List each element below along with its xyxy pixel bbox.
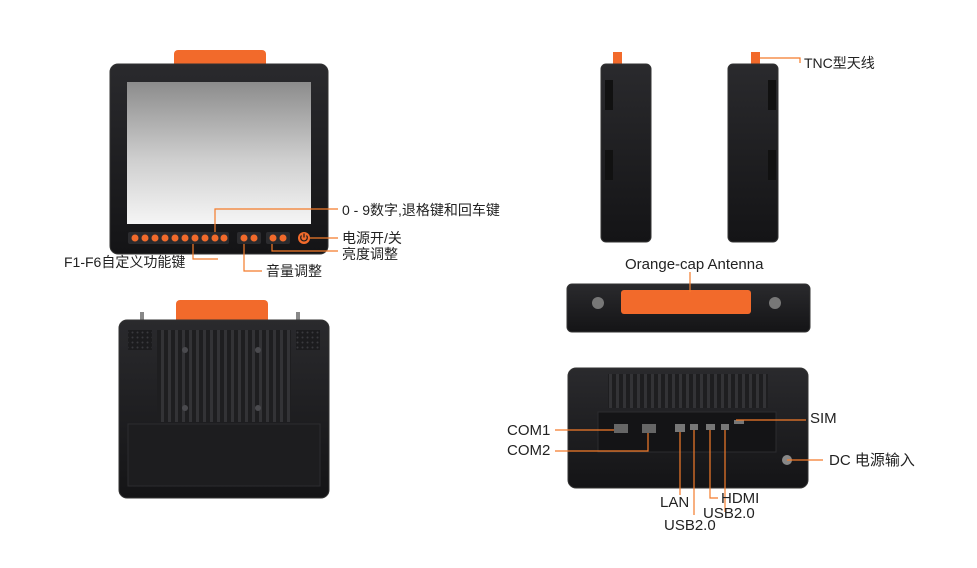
label-dc-power: DC 电源输入	[829, 452, 915, 469]
heatsink	[157, 330, 291, 422]
label-usb-a: USB2.0	[664, 517, 716, 534]
label-usb-b: USB2.0	[703, 505, 755, 522]
label-function-keys: F1-F6自定义功能键	[64, 254, 186, 270]
orange-cap-antenna	[621, 290, 751, 314]
label-orange-cap-antenna: Orange-cap Antenna	[625, 256, 764, 273]
label-sim: SIM	[810, 410, 837, 427]
speaker-grill-right	[296, 330, 320, 350]
side-view-right	[727, 63, 779, 243]
label-power: 电源开/关	[342, 230, 402, 246]
usb-port-a	[690, 424, 698, 430]
back-view	[118, 300, 330, 499]
screen	[127, 82, 311, 224]
com2-port	[642, 424, 656, 433]
side-views	[600, 52, 801, 243]
side-view-left	[600, 63, 652, 243]
front-view	[109, 50, 338, 272]
power-icon	[298, 232, 310, 244]
front-callout-lines	[192, 208, 338, 272]
sim-slot	[734, 420, 744, 424]
speaker-grill-left	[128, 330, 152, 350]
keypad	[128, 232, 310, 244]
label-lan: LAN	[660, 494, 690, 511]
com1-port	[614, 424, 628, 433]
label-com2: COM2	[507, 442, 551, 459]
usb-port-b	[721, 424, 729, 430]
lan-port	[675, 424, 685, 432]
hdmi-port	[706, 424, 715, 430]
label-hdmi: HDMI	[721, 490, 760, 507]
label-com1: COM1	[507, 422, 551, 439]
label-brightness: 亮度调整	[342, 246, 398, 262]
io-callout-lines	[555, 419, 823, 515]
label-tnc-antenna: TNC型天线	[804, 55, 875, 71]
io-view	[555, 367, 823, 515]
top-view	[566, 272, 811, 333]
label-volume: 音量调整	[266, 263, 322, 279]
back-panel	[127, 423, 321, 487]
label-keypad-numbers: 0 - 9数字,退格键和回车键	[342, 202, 500, 218]
io-panel	[597, 411, 777, 453]
